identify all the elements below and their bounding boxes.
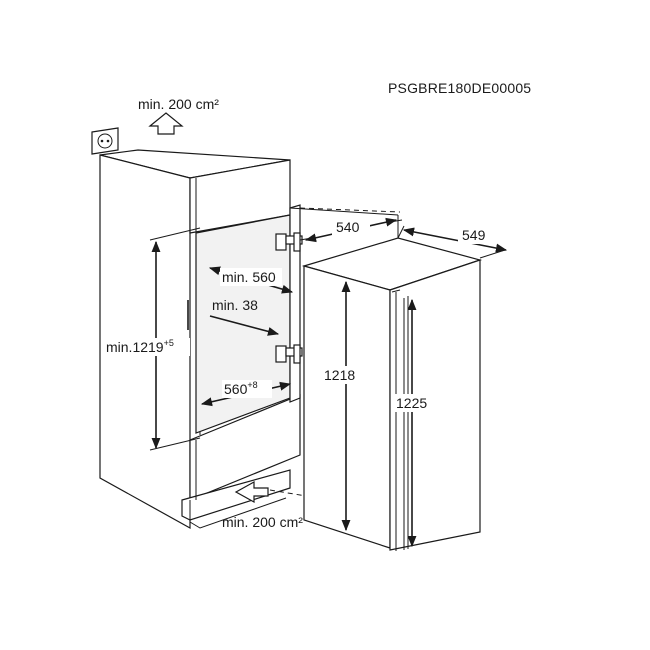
niche-height-label: min.1219+5 [106, 338, 174, 355]
power-socket-icon [91, 127, 119, 155]
document-code: PSGBRE180DE00005 [388, 80, 531, 96]
lower-hinge-icon [275, 344, 303, 364]
appliance-depth-label: 540 [336, 219, 360, 235]
appliance-depth-door-dimension [397, 225, 508, 259]
appliance-height-label: 1218 [324, 367, 355, 383]
bottom-vent-arrow-icon [234, 480, 269, 504]
niche-depth-label: min. 560 [222, 269, 276, 285]
top-vent-label: min. 200 cm² [138, 96, 219, 112]
niche-width-label: 560+8 [224, 380, 258, 397]
appliance-height-total-label: 1225 [396, 395, 427, 411]
upper-hinge-icon [275, 232, 303, 252]
bottom-vent-label: min. 200 cm² [222, 514, 303, 530]
panel-thickness-dimension [187, 300, 280, 336]
top-vent-arrow-icon [148, 112, 184, 135]
appliance-depth-door-label: 549 [462, 227, 486, 243]
panel-thickness-label: min. 38 [212, 297, 258, 313]
